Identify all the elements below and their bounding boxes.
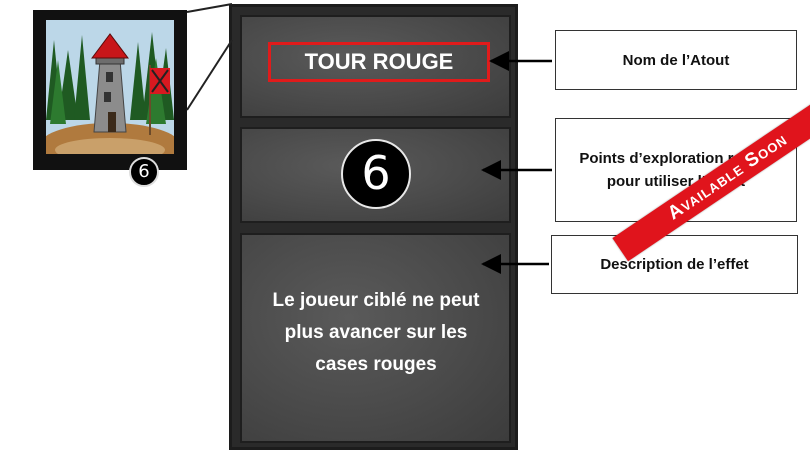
- cost-panel: 6: [240, 127, 511, 223]
- zoom-line-top: [186, 3, 233, 13]
- zoom-line-bottom: [186, 39, 233, 111]
- label-name: Nom de l’Atout: [555, 30, 797, 90]
- label-description: Description de l’effet: [551, 235, 798, 294]
- tower-illustration: [46, 20, 174, 154]
- card-thumbnail: 6: [33, 10, 187, 187]
- description-panel: Le joueur ciblé ne peut plus avancer sur…: [240, 233, 511, 443]
- thumbnail-cost-badge: 6: [129, 157, 159, 187]
- asset-card: TOUR ROUGE 6 Le joueur ciblé ne peut plu…: [229, 4, 518, 450]
- card-name: TOUR ROUGE: [268, 42, 490, 82]
- card-description: Le joueur ciblé ne peut plus avancer sur…: [272, 290, 480, 375]
- cost-circle: 6: [341, 139, 411, 209]
- name-panel: TOUR ROUGE: [240, 15, 511, 118]
